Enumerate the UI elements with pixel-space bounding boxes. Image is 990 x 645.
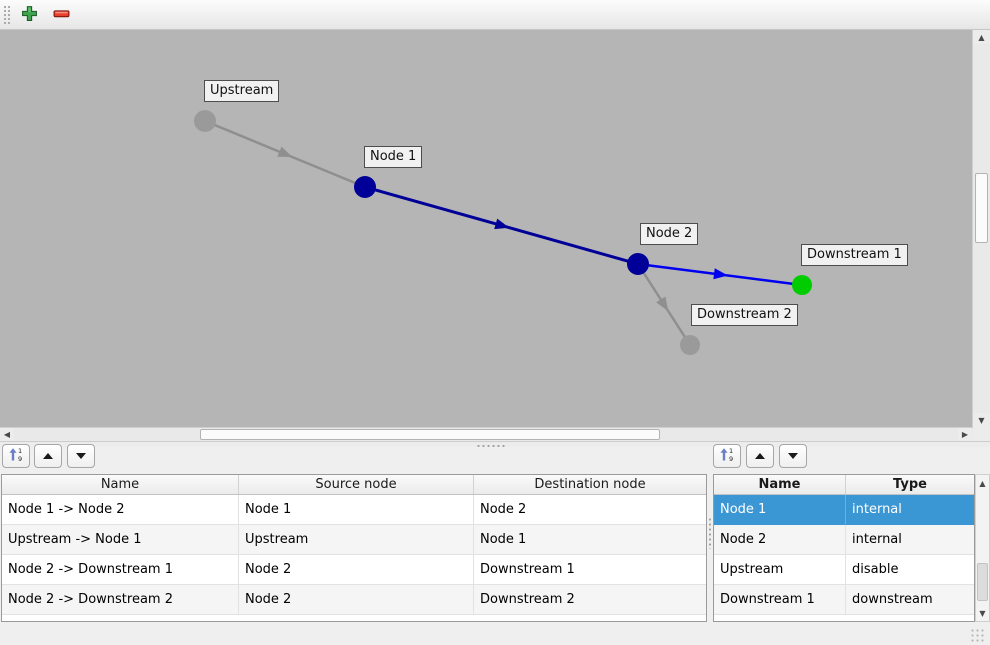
move-down-icon — [788, 453, 798, 459]
graph-node-node1[interactable] — [354, 176, 376, 198]
column-header-destination-node[interactable]: Destination node — [534, 477, 646, 492]
scroll-up-arrow-icon[interactable]: ▲ — [976, 476, 989, 490]
move-up-icon — [43, 453, 53, 459]
vertical-pane-splitter[interactable] — [707, 447, 713, 630]
table-cell: Downstream 2 — [474, 585, 706, 615]
node-label: Node 1 — [364, 146, 423, 168]
graph-node-downstream2[interactable] — [680, 335, 700, 355]
column-header-name[interactable]: Name — [714, 475, 846, 494]
table-cell: Downstream 1 — [474, 555, 706, 585]
edges-move-up-button[interactable] — [34, 444, 62, 468]
table-cell: Node 1 — [714, 495, 846, 525]
table-cell: Upstream -> Node 1 — [2, 525, 239, 555]
main-toolbar — [0, 0, 990, 30]
edge-arrow-icon — [713, 268, 728, 280]
splitter-grip-icon — [476, 444, 506, 448]
table-cell: Upstream — [714, 555, 846, 585]
table-cell: downstream — [846, 585, 974, 615]
table-cell: Upstream — [239, 525, 474, 555]
table-cell: Node 2 — [714, 525, 846, 555]
table-cell: Downstream 1 — [714, 585, 846, 615]
table-cell: internal — [846, 495, 974, 525]
edges-table: Name Source node Destination node Node 1… — [1, 474, 707, 622]
node-label: Upstream — [204, 80, 280, 102]
graph-node-node2[interactable] — [627, 253, 649, 275]
horizontal-scroll-thumb[interactable] — [200, 429, 660, 440]
svg-text:9: 9 — [729, 455, 733, 462]
nodes-sort-button[interactable]: 1 9 — [713, 444, 741, 468]
graph-node-downstream1[interactable] — [792, 275, 812, 295]
node-label: Downstream 2 — [691, 304, 798, 326]
svg-text:1: 1 — [18, 447, 22, 455]
edges-table-header: Name Source node Destination node — [2, 475, 706, 495]
nodes-move-up-button[interactable] — [746, 444, 774, 468]
table-cell: Node 2 — [239, 585, 474, 615]
table-cell: internal — [846, 525, 974, 555]
table-cell: Node 2 -> Downstream 1 — [2, 555, 239, 585]
graph-svg — [194, 110, 812, 355]
toolbar-drag-handle[interactable] — [3, 5, 12, 25]
edges-move-down-button[interactable] — [67, 444, 95, 468]
minus-icon — [53, 5, 70, 26]
node-label: Downstream 1 — [801, 244, 908, 266]
move-down-icon — [76, 453, 86, 459]
svg-text:9: 9 — [18, 455, 22, 462]
nodes-move-down-button[interactable] — [779, 444, 807, 468]
scroll-left-arrow-icon[interactable]: ◀ — [0, 428, 14, 441]
table-cell: Node 1 — [474, 525, 706, 555]
svg-text:1: 1 — [729, 447, 733, 455]
scroll-up-arrow-icon[interactable]: ▲ — [973, 30, 990, 44]
canvas-horizontal-scrollbar[interactable]: ◀ ▶ — [0, 427, 973, 441]
table-cell: Node 2 — [239, 555, 474, 585]
horizontal-pane-splitter[interactable] — [0, 441, 990, 448]
table-cell: Node 1 -> Node 2 — [2, 495, 239, 525]
splitter-grip-icon — [708, 517, 712, 549]
plus-icon — [21, 5, 38, 26]
remove-node-button[interactable] — [50, 6, 72, 25]
scrollbar-corner — [973, 427, 990, 441]
column-header-name[interactable]: Name — [2, 475, 239, 494]
nodes-table-scrollbar[interactable]: ▲ ▼ — [975, 474, 990, 622]
table-cell: Node 1 — [239, 495, 474, 525]
edge-arrow-icon — [494, 218, 510, 230]
scroll-right-arrow-icon[interactable]: ▶ — [958, 428, 972, 441]
move-up-icon — [755, 453, 765, 459]
column-header-type[interactable]: Type — [893, 477, 927, 492]
vertical-scroll-thumb[interactable] — [975, 173, 988, 243]
nodes-table-header: Name Type — [714, 475, 974, 495]
list-scroll-thumb[interactable] — [977, 563, 988, 601]
sort-ascending-icon: 1 9 — [8, 447, 24, 466]
node-label: Node 2 — [640, 223, 699, 245]
scroll-down-arrow-icon[interactable]: ▼ — [973, 413, 990, 427]
window-resize-grip[interactable] — [970, 628, 986, 642]
graph-node-upstream[interactable] — [194, 110, 216, 132]
add-node-button[interactable] — [18, 6, 40, 25]
table-cell: Node 2 — [474, 495, 706, 525]
edge-arrow-icon — [656, 296, 669, 312]
table-cell: Node 2 -> Downstream 2 — [2, 585, 239, 615]
canvas-vertical-scrollbar[interactable]: ▲ ▼ — [972, 30, 990, 427]
table-cell: disable — [846, 555, 974, 585]
column-header-source-node[interactable]: Source node — [239, 475, 474, 494]
edge-arrow-icon — [277, 146, 293, 158]
edges-sort-button[interactable]: 1 9 — [2, 444, 30, 468]
sort-ascending-icon: 1 9 — [719, 447, 735, 466]
scroll-down-arrow-icon[interactable]: ▼ — [976, 606, 989, 620]
